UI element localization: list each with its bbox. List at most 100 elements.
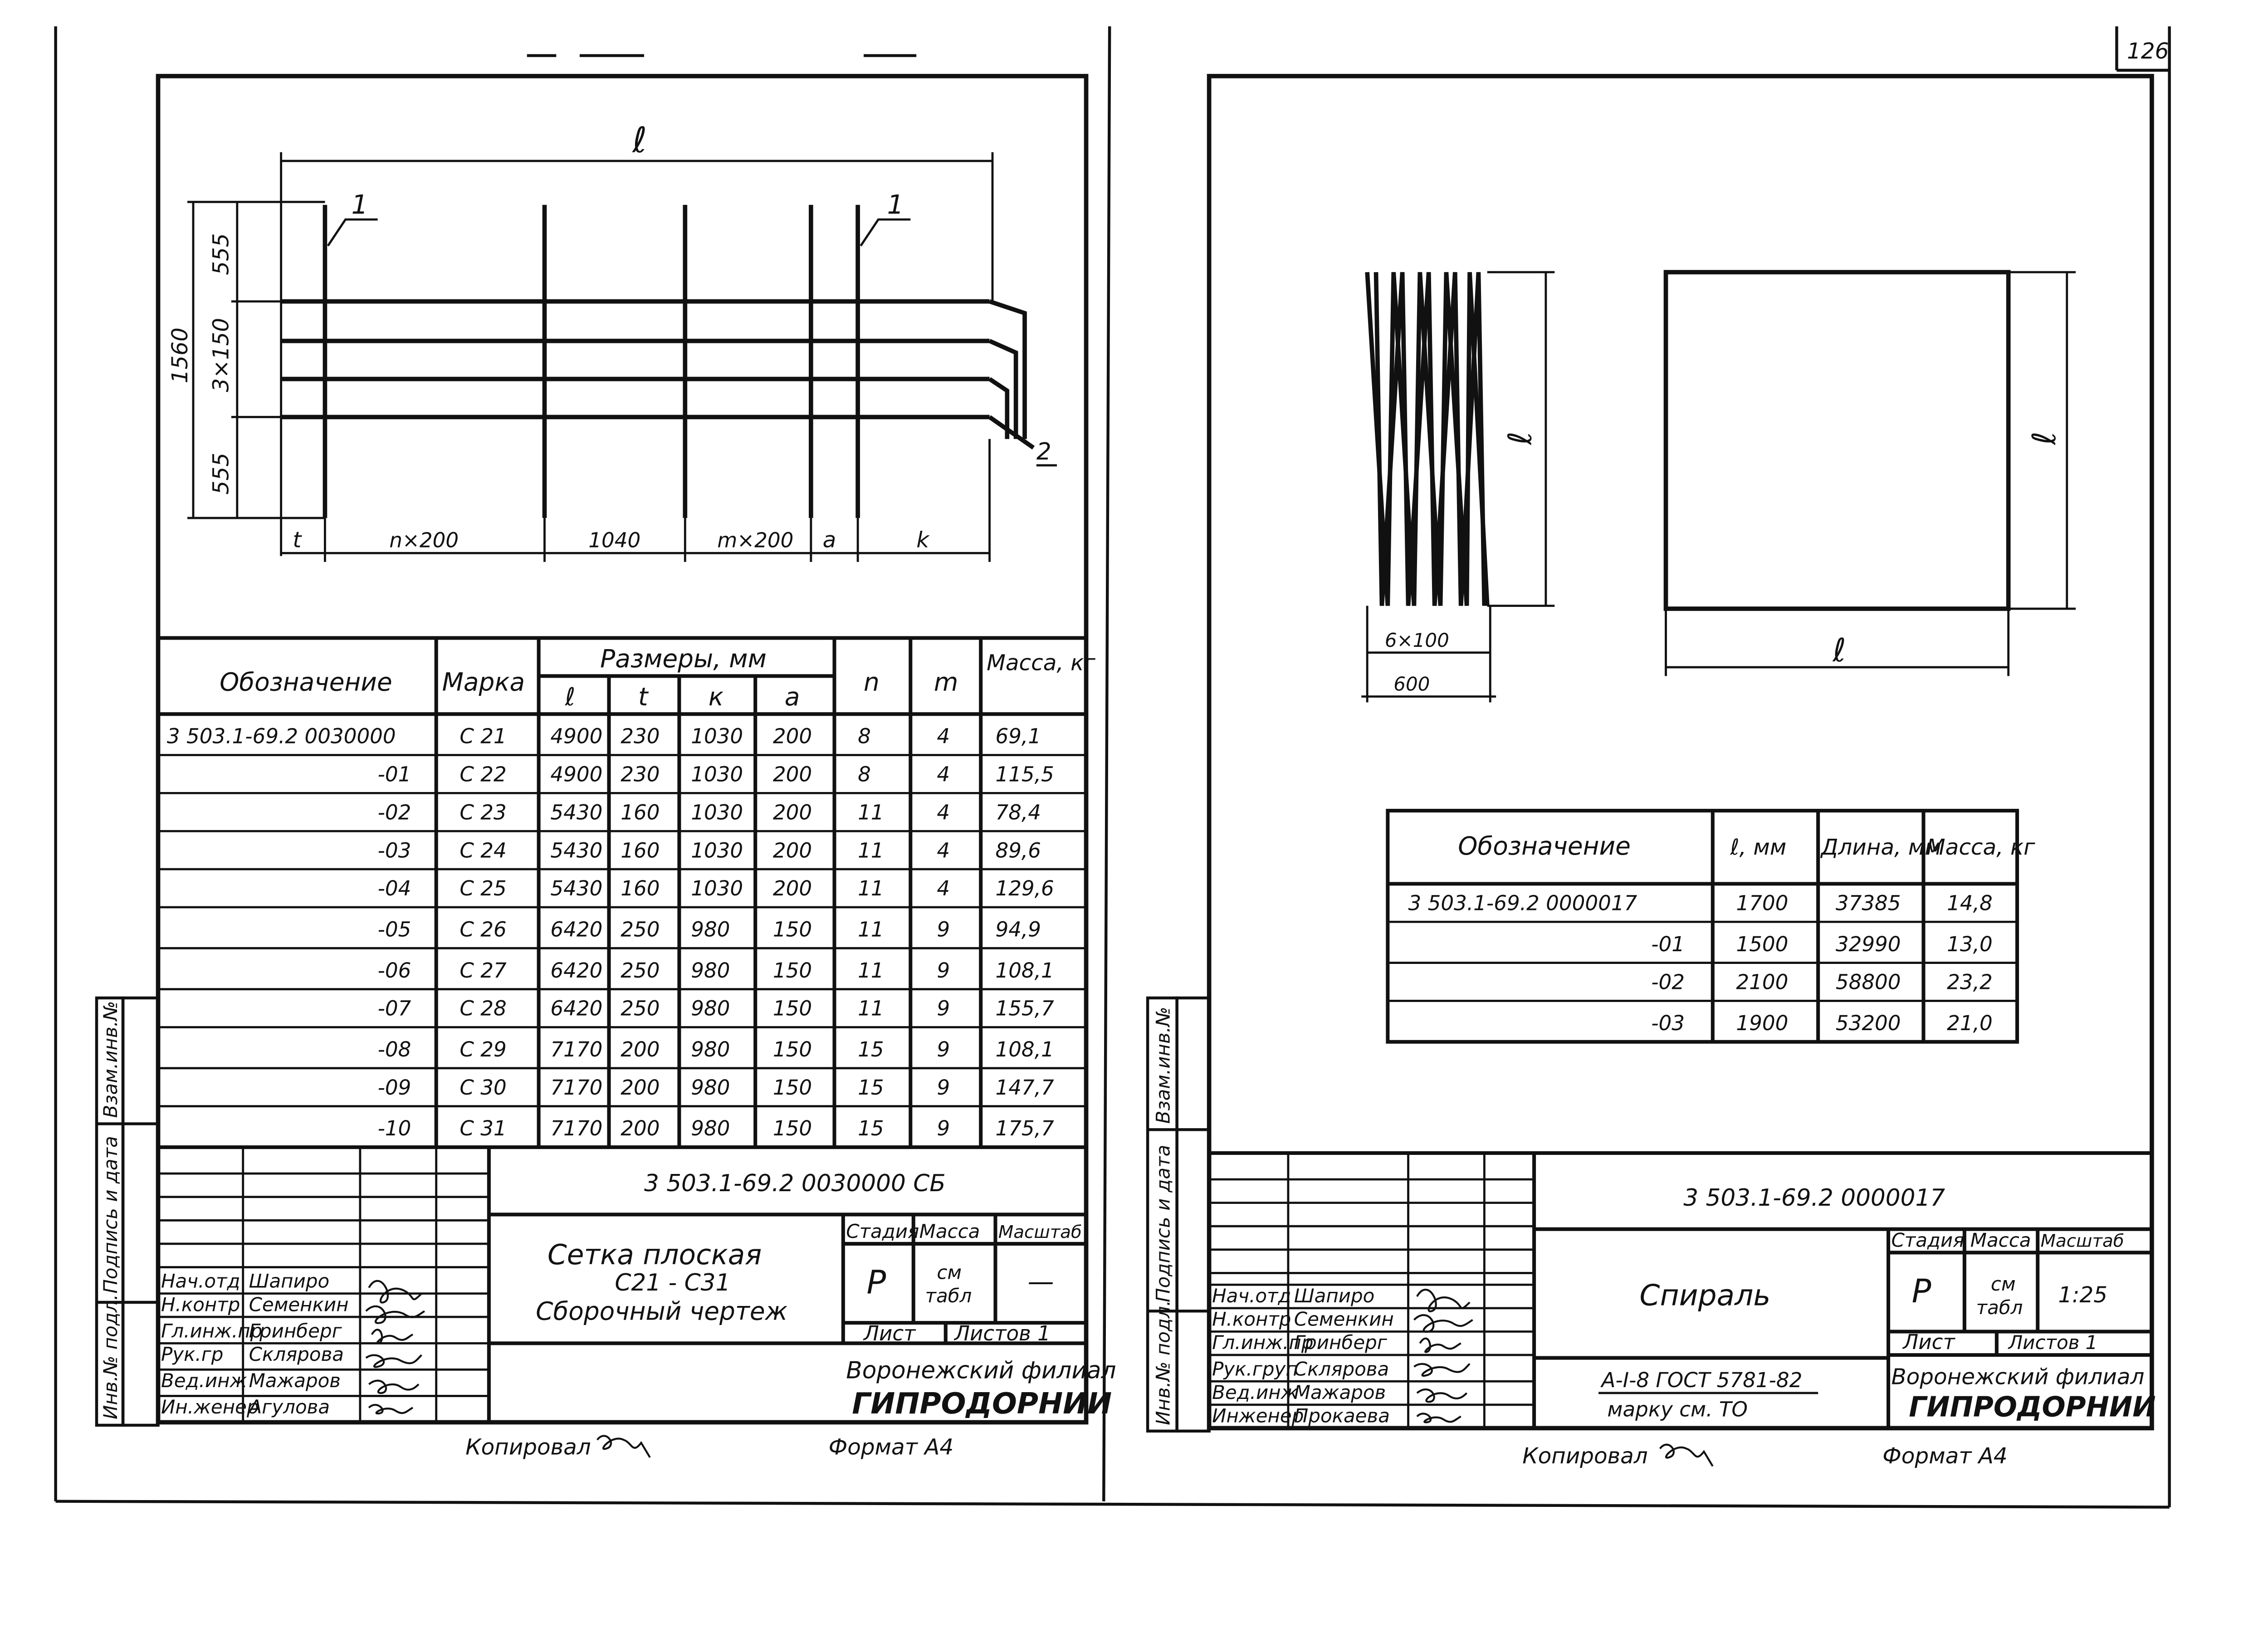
table-cell-m: 9 bbox=[937, 1037, 950, 1061]
mesh-table: Обозначение Марка Размеры, мм ℓ t к a n … bbox=[158, 636, 1095, 1149]
table-cell-mass: 78,4 bbox=[995, 800, 1041, 824]
right-org-line1: Воронежский филиал bbox=[1891, 1364, 2144, 1390]
table-cell-t: 160 bbox=[621, 800, 660, 824]
table-cell-t: 250 bbox=[621, 958, 660, 983]
right-title-block: 3 503.1-69.2 0000017 Спираль А-I-8 ГОСТ … bbox=[1209, 1151, 2156, 1428]
table-cell-mass: 108,1 bbox=[995, 958, 1054, 983]
table-cell-l: 5430 bbox=[550, 876, 602, 900]
table-cell-l: 7170 bbox=[550, 1116, 602, 1140]
dim-555-top: 555 bbox=[208, 233, 234, 275]
table-cell-a: 150 bbox=[773, 1116, 812, 1140]
table-cell-t: 230 bbox=[621, 763, 660, 787]
person-name: Склярова bbox=[249, 1343, 344, 1365]
org-line2: ГИПРОДОРНИИ bbox=[852, 1387, 1112, 1421]
right-title-code: 3 503.1-69.2 0000017 bbox=[1683, 1184, 1945, 1212]
table-cell-n: 15 bbox=[858, 1116, 884, 1140]
table-cell-mass: 115,5 bbox=[995, 763, 1054, 787]
right-scale-value: 1:25 bbox=[2058, 1282, 2107, 1308]
person-name: Агулова bbox=[248, 1396, 330, 1418]
dim-m200: m×200 bbox=[717, 528, 793, 552]
table-cell-designation: -05 bbox=[378, 918, 411, 942]
th-designation: Обозначение bbox=[220, 668, 392, 697]
person-role: Н.контр bbox=[1212, 1308, 1291, 1330]
person-name: Гринберг bbox=[1294, 1331, 1388, 1354]
spiral-drawing: ℓ 6×100 600 bbox=[1361, 271, 1555, 703]
person-role: Ин.женер bbox=[161, 1396, 259, 1418]
square-dim-l-right: ℓ bbox=[2025, 431, 2063, 445]
person-name: Прокаева bbox=[1294, 1404, 1390, 1427]
table-cell-mark: С 23 bbox=[459, 800, 506, 824]
table-cell-a: 200 bbox=[773, 838, 812, 862]
table-cell-m: 9 bbox=[937, 958, 950, 983]
left-footer-copied: Копировал bbox=[465, 1434, 591, 1460]
table2-cell-mass: 23,2 bbox=[1947, 970, 1993, 994]
person-role: Рук.гр bbox=[161, 1343, 223, 1365]
table-cell-k: 980 bbox=[691, 1116, 730, 1140]
mass-header: Масса bbox=[919, 1220, 980, 1242]
right-scale-header: Масштаб bbox=[2041, 1231, 2124, 1251]
th2-mass: Масса, кг bbox=[1926, 835, 2035, 860]
table-cell-mass: 89,6 bbox=[995, 838, 1041, 862]
table-cell-k: 980 bbox=[691, 958, 730, 983]
table-cell-m: 9 bbox=[937, 997, 950, 1021]
sheet-label: Лист bbox=[863, 1321, 916, 1345]
table-cell-mass: 155,7 bbox=[995, 997, 1054, 1021]
table-cell-mark: С 22 bbox=[459, 763, 506, 787]
title-line1: Сетка плоская bbox=[547, 1239, 762, 1271]
person-role: Гл.инж.пр bbox=[1212, 1331, 1313, 1354]
table-cell-mark: С 31 bbox=[459, 1116, 506, 1140]
right-mass-header: Масса bbox=[1970, 1229, 2031, 1251]
table-cell-m: 9 bbox=[937, 1116, 950, 1140]
table-cell-designation: -04 bbox=[378, 876, 411, 900]
page-number: 126 bbox=[2127, 39, 2169, 64]
table-cell-l: 4900 bbox=[550, 724, 602, 748]
table-cell-mark: С 25 bbox=[459, 876, 506, 900]
leader-1-left: 1 bbox=[352, 189, 368, 220]
mesh-drawing: ℓ 1 1 2 1560 555 3×150 555 t n×200 1040 … bbox=[167, 120, 1057, 562]
table2-cell-l: 2100 bbox=[1736, 970, 1788, 994]
person-name: Семенкин bbox=[1294, 1308, 1394, 1330]
right-material-1: А-I-8 ГОСТ 5781-82 bbox=[1600, 1368, 1803, 1392]
table-cell-designation: -02 bbox=[378, 800, 411, 824]
square-drawing: ℓ ℓ bbox=[1663, 270, 2076, 676]
table-cell-n: 11 bbox=[858, 997, 884, 1021]
table-cell-a: 150 bbox=[773, 1037, 812, 1061]
right-stage-header: Стадия bbox=[1891, 1229, 1964, 1251]
person-role: Вед.инж bbox=[1212, 1381, 1298, 1403]
table-cell-designation: -03 bbox=[378, 838, 411, 862]
table-cell-designation: -10 bbox=[378, 1116, 411, 1140]
table-cell-mass: 69,1 bbox=[995, 724, 1041, 748]
table-cell-a: 150 bbox=[773, 958, 812, 983]
table-cell-n: 11 bbox=[858, 838, 884, 862]
table2-cell-designation: -02 bbox=[1651, 970, 1685, 994]
right-side-stamp-replace: Взам.инв.№ bbox=[1152, 1007, 1174, 1124]
sheets-label: Листов 1 bbox=[953, 1321, 1051, 1345]
table-cell-mark: С 26 bbox=[459, 918, 506, 942]
table-cell-n: 11 bbox=[858, 918, 884, 942]
table2-cell-mass: 14,8 bbox=[1947, 891, 1993, 915]
table2-cell-mass: 21,0 bbox=[1947, 1011, 1993, 1035]
table2-cell-designation: 3 503.1-69.2 0000017 bbox=[1408, 891, 1637, 915]
table-cell-mark: С 30 bbox=[459, 1076, 506, 1100]
copyist-signature bbox=[596, 1435, 651, 1458]
table-cell-n: 11 bbox=[858, 800, 884, 824]
person-name: Мажаров bbox=[1294, 1381, 1386, 1403]
stage-value: Р bbox=[866, 1264, 886, 1301]
table-cell-a: 200 bbox=[773, 763, 812, 787]
stage-header: Стадия bbox=[846, 1220, 919, 1242]
table-cell-designation: -08 bbox=[378, 1037, 411, 1061]
table2-cell-length: 53200 bbox=[1836, 1011, 1901, 1035]
person-role: Нач.отд bbox=[1212, 1285, 1291, 1307]
table-cell-a: 200 bbox=[773, 800, 812, 824]
left-footer-format: Формат А4 bbox=[829, 1434, 954, 1460]
right-footer-copied: Копировал bbox=[1522, 1443, 1647, 1469]
right-mass-value-2: табл bbox=[1976, 1296, 2023, 1319]
dim-a: a bbox=[823, 527, 836, 552]
person-role: Инженер bbox=[1212, 1404, 1304, 1427]
table-cell-mark: С 21 bbox=[459, 724, 506, 748]
table-cell-t: 160 bbox=[621, 838, 660, 862]
title-line2: С21 - С31 bbox=[615, 1269, 730, 1296]
table-cell-mark: С 24 bbox=[459, 838, 506, 862]
table-cell-designation: 3 503.1-69.2 0030000 bbox=[167, 724, 396, 748]
right-footer-format: Формат А4 bbox=[1882, 1443, 2008, 1469]
